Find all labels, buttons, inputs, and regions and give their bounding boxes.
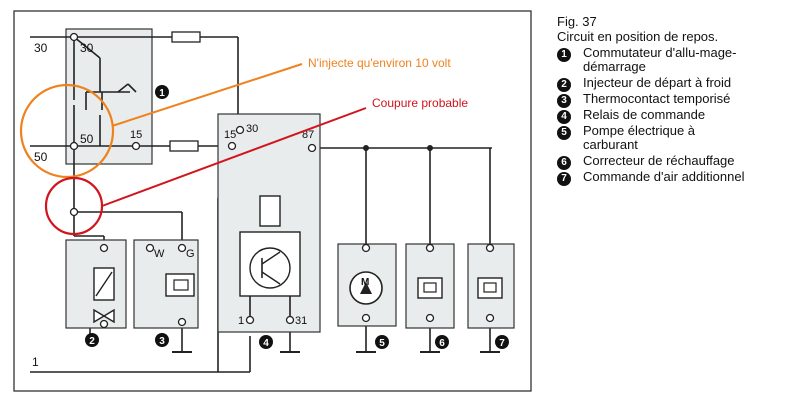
label-87: 87	[302, 129, 314, 141]
legend-item: 3 Thermocontact temporisé	[557, 91, 792, 108]
legend-label: Thermocontact temporisé	[583, 91, 731, 106]
badge-6: 6	[439, 338, 445, 349]
legend-label: Injecteur de départ à froid	[583, 75, 732, 90]
legend-label: Commande d'air additionnel	[583, 169, 745, 184]
legend-number: 5	[557, 126, 571, 140]
legend-item: 4 Relais de commande	[557, 107, 792, 124]
label-50-inner: 50	[80, 132, 94, 146]
label-w: W	[154, 248, 165, 260]
legend-item: 7 Commande d'air additionnel	[557, 169, 792, 186]
relay-coil	[259, 195, 281, 227]
warmup-heater-icon	[417, 277, 443, 299]
figure-caption: Circuit en position de repos.	[557, 29, 719, 44]
orange-annotation: N'injecte qu'environ 10 volt	[19, 56, 451, 179]
legend-item: 2 Injecteur de départ à froid	[557, 75, 792, 92]
legend-number: 6	[557, 156, 571, 170]
legend-label: Correcteur de réchauffage	[583, 153, 735, 168]
diagram-frame	[13, 10, 532, 392]
legend-panel: Fig. 37 Circuit en position de repos. 1 …	[557, 14, 792, 186]
legend-number: 1	[557, 48, 571, 62]
component-badges: 1 2 3 4 5 6 7	[85, 85, 509, 349]
label-31: 31	[295, 315, 307, 327]
legend-number: 2	[557, 78, 571, 92]
label-30-inner: 30	[80, 41, 94, 55]
label-ground-1: 1	[32, 355, 39, 369]
badge-7: 7	[499, 338, 505, 349]
badge-3: 3	[159, 336, 165, 347]
badge-5: 5	[379, 338, 385, 349]
label-50-left: 50	[34, 150, 48, 164]
thermocontact-heater	[165, 273, 195, 297]
legend-item: 5 Pompe électrique à carburant	[557, 124, 792, 152]
legend-label: Commutateur d'allu-mage-démarrage	[583, 45, 737, 74]
legend-item: 1 Commutateur d'allu-mage-démarrage	[557, 46, 792, 74]
legend-label: Relais de commande	[583, 107, 706, 122]
legend-number: 3	[557, 94, 571, 108]
junction-dots	[363, 145, 433, 151]
orange-note: N'injecte qu'environ 10 volt	[308, 56, 451, 70]
red-annotation: Coupure probable	[44, 96, 468, 236]
label-15-relay: 15	[224, 129, 236, 141]
transistor-icon	[249, 247, 291, 289]
legend-number: 7	[557, 172, 571, 186]
red-note: Coupure probable	[372, 96, 468, 110]
legend-number: 4	[557, 110, 571, 124]
fuse-30	[171, 31, 201, 43]
figure-number: Fig. 37	[557, 14, 597, 29]
legend-item: 6 Correcteur de réchauffage	[557, 153, 792, 170]
label-g: G	[186, 248, 195, 260]
fuse-15	[169, 140, 199, 152]
label-15-switch: 15	[130, 129, 142, 141]
injector-valve-icon	[93, 308, 115, 324]
aux-air-heater-icon	[477, 277, 503, 299]
badge-4: 4	[263, 338, 269, 349]
label-30-left: 30	[34, 41, 48, 55]
label-1-relay: 1	[238, 315, 244, 327]
label-motor: M	[361, 277, 369, 288]
ignition-switch-box	[65, 28, 153, 165]
badge-2: 2	[89, 336, 95, 347]
badge-1: 1	[159, 88, 165, 99]
label-30-relay: 30	[246, 123, 258, 135]
terminal-nodes	[69, 32, 495, 329]
legend-label: Pompe électrique à carburant	[583, 123, 696, 152]
